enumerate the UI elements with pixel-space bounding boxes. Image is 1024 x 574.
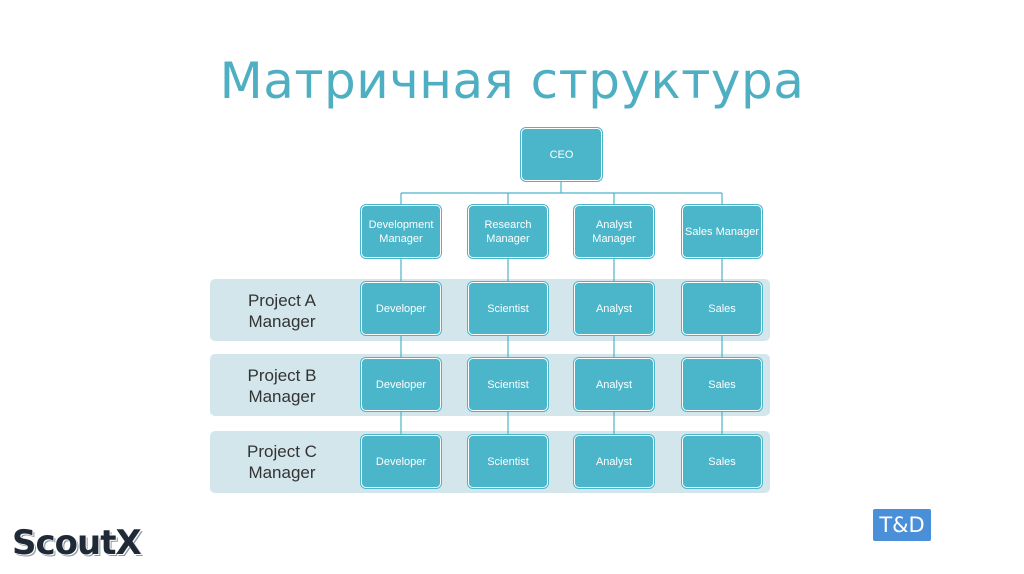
scientist-node-a: Scientist: [468, 282, 548, 335]
developer-node-c: Developer: [361, 435, 441, 488]
analyst-node-a: Analyst: [574, 282, 654, 335]
developer-node-a: Developer: [361, 282, 441, 335]
sales-node-b: Sales: [682, 358, 762, 411]
development-manager-node: Development Manager: [361, 205, 441, 258]
analyst-node-b: Analyst: [574, 358, 654, 411]
sales-node-c: Sales: [682, 435, 762, 488]
td-logo: T&D: [873, 509, 931, 541]
developer-node-b: Developer: [361, 358, 441, 411]
research-manager-node: Research Manager: [468, 205, 548, 258]
sales-node-a: Sales: [682, 282, 762, 335]
scoutx-logo: ScoutX: [12, 523, 142, 563]
sales-manager-node: Sales Manager: [682, 205, 762, 258]
slide-title: Матричная структура: [219, 52, 805, 110]
analyst-manager-node: Analyst Manager: [574, 205, 654, 258]
analyst-node-c: Analyst: [574, 435, 654, 488]
ceo-node: CEO: [521, 128, 602, 181]
scientist-node-b: Scientist: [468, 358, 548, 411]
scientist-node-c: Scientist: [468, 435, 548, 488]
